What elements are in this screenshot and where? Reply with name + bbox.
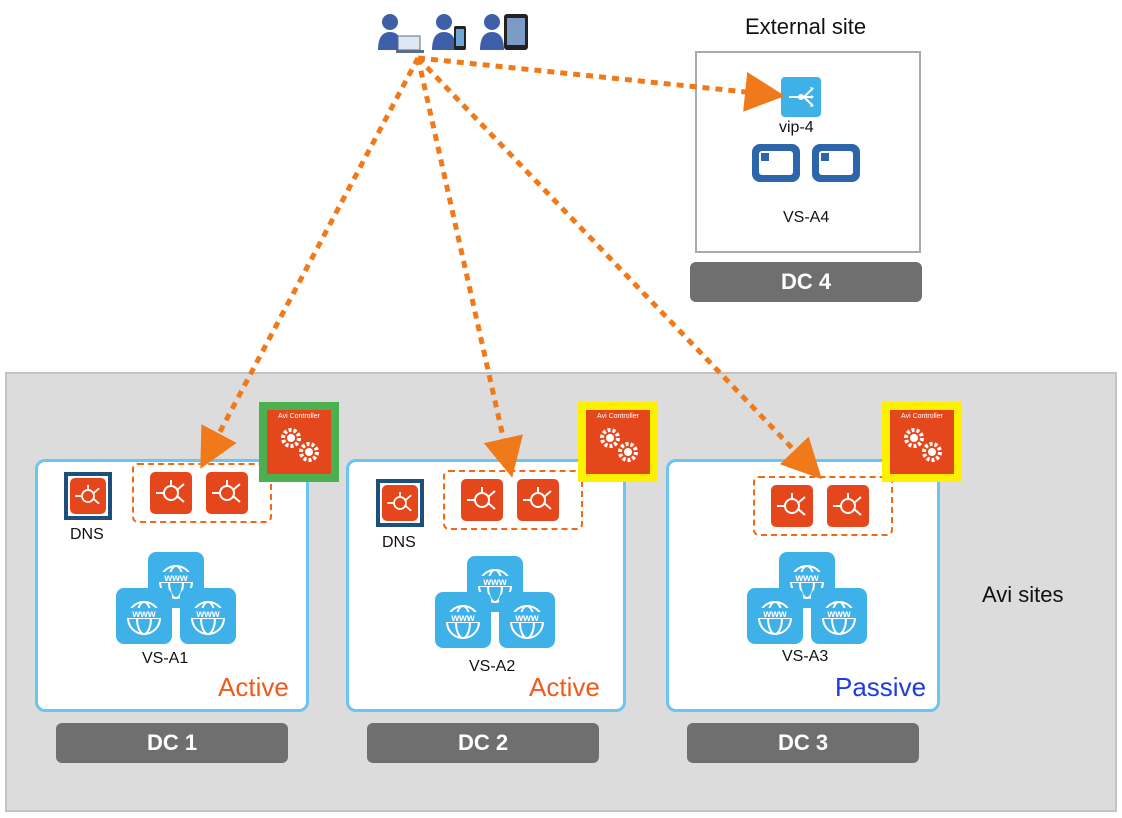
web-server-cluster: www www www <box>747 552 867 644</box>
avi-sites-label: Avi sites <box>982 582 1064 607</box>
svg-text:www: www <box>794 573 819 584</box>
svg-text:www: www <box>826 609 851 620</box>
arrow-to-dc3 <box>416 56 822 480</box>
external-site-box: vip-4 VS-A4 <box>695 51 921 253</box>
web-server-cluster: www www www <box>116 552 236 644</box>
svg-text:www: www <box>482 577 507 588</box>
avi-controller-panel: Avi Controller <box>267 410 331 474</box>
status-active: Active <box>529 672 600 702</box>
virtual-service-icon <box>827 485 869 527</box>
dns-frame <box>64 472 112 520</box>
svg-text:www: www <box>131 609 156 620</box>
server-icon <box>811 143 861 183</box>
dns-label: DNS <box>70 526 104 543</box>
virtual-service-icon <box>206 472 248 514</box>
virtual-service-icon <box>70 478 106 514</box>
dc1-bar: DC 1 <box>56 723 288 763</box>
arrow-to-dc4 <box>417 55 785 112</box>
vs-a2-label: VS-A2 <box>469 658 516 675</box>
svg-text:www: www <box>195 609 220 620</box>
external-site-title: External site <box>745 14 867 39</box>
status-active: Active <box>218 672 289 702</box>
arrow-to-dc1 <box>200 56 421 469</box>
user-phone-icon <box>432 14 466 50</box>
status-passive: Passive <box>835 672 927 702</box>
avi-controller-panel: Avi Controller <box>586 410 650 474</box>
controller-label: Avi Controller <box>901 413 943 420</box>
vs-group <box>753 476 893 536</box>
web-server-icon: www <box>116 588 172 644</box>
server-icon <box>751 143 801 183</box>
gear-icon <box>600 428 638 462</box>
vs-a3-label: VS-A3 <box>782 648 829 665</box>
svg-text:www: www <box>514 613 539 624</box>
svg-text:www: www <box>450 613 475 624</box>
vs-group <box>443 470 583 530</box>
user-laptop-icon <box>378 14 424 53</box>
site-dc3-box: www www www VS-A3 Passive <box>666 459 940 712</box>
virtual-service-icon <box>517 479 559 521</box>
web-server-icon: www <box>499 592 555 648</box>
gear-icon <box>281 428 319 462</box>
arrow-to-dc2 <box>415 57 523 478</box>
web-server-icon: www <box>811 588 867 644</box>
dc3-bar: DC 3 <box>687 723 919 763</box>
dns-frame <box>376 479 424 527</box>
virtual-service-icon <box>150 472 192 514</box>
dc2-bar: DC 2 <box>367 723 599 763</box>
virtual-service-icon <box>461 479 503 521</box>
virtual-service-icon <box>382 485 418 521</box>
vs-a4-label: VS-A4 <box>783 209 830 226</box>
web-server-cluster: www www www <box>435 556 555 648</box>
svg-text:www: www <box>163 573 188 584</box>
web-server-icon: www <box>180 588 236 644</box>
svg-text:www: www <box>762 609 787 620</box>
vs-a1-label: VS-A1 <box>142 650 189 667</box>
controller-label: Avi Controller <box>278 413 320 420</box>
avi-controller: Avi Controller <box>578 402 658 482</box>
site-dc2-box: DNS www www www VS-A2 Active <box>346 459 626 712</box>
vip-label: vip-4 <box>779 119 814 136</box>
dc4-bar: DC 4 <box>690 262 922 302</box>
virtual-service-icon <box>771 485 813 527</box>
clients-group <box>376 8 536 58</box>
avi-controller: Avi Controller <box>882 402 962 482</box>
user-tablet-icon <box>480 14 528 50</box>
dns-label: DNS <box>382 534 416 551</box>
controller-label: Avi Controller <box>597 413 639 420</box>
site-dc1-box: DNS www www www VS-A1 Active <box>35 459 309 712</box>
avi-controller-panel: Avi Controller <box>890 410 954 474</box>
web-server-icon: www <box>747 588 803 644</box>
avi-controller: Avi Controller <box>259 402 339 482</box>
web-server-icon: www <box>435 592 491 648</box>
gear-icon <box>904 428 942 462</box>
vip-icon <box>781 77 821 117</box>
